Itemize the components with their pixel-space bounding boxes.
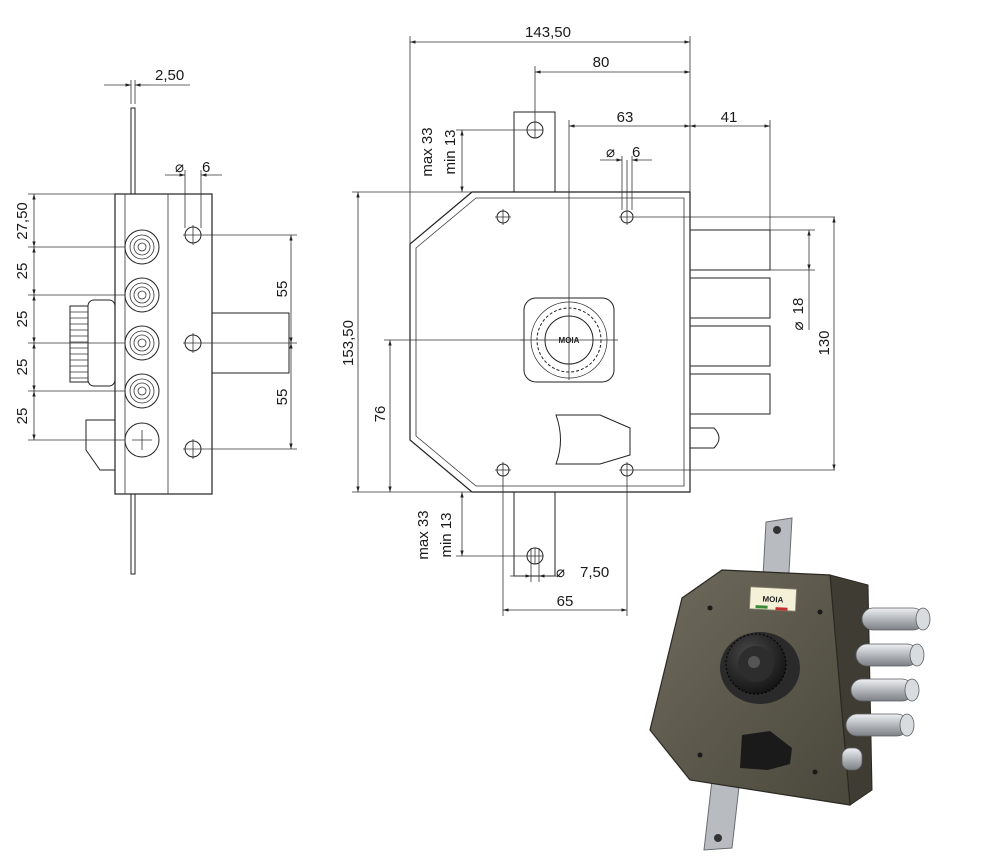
lock-photo: MOIA	[649, 517, 931, 851]
top-rod	[130, 107, 136, 195]
dim-cylinder-height: 76	[372, 406, 389, 423]
dim-adjust-top-min: min 13	[442, 129, 459, 174]
case-side	[114, 193, 213, 495]
dim-bolt-span: 130	[816, 330, 833, 355]
front-bolts	[689, 229, 771, 449]
dim-pitch-2: 25	[14, 311, 31, 328]
side-diameter-symbol: ⌀	[175, 159, 184, 176]
dim-strike-hole: 7,50	[580, 564, 609, 581]
dim-front-hole: 6	[632, 144, 640, 161]
strike-plate-top	[513, 111, 556, 193]
front-view: MOIA 143,50 80 63 41	[340, 24, 836, 616]
photo-knob	[720, 632, 800, 704]
dim-pitch-4: 25	[14, 408, 31, 425]
photo-lever	[740, 731, 792, 770]
dim-side-hole: 6	[202, 159, 210, 176]
dim-strike-to-edge: 80	[593, 54, 610, 71]
lever-side	[85, 419, 116, 471]
dim-bolt-throw: 41	[721, 109, 738, 126]
bottom-rod	[130, 493, 136, 575]
dim-lower-hole-spacing: 65	[557, 593, 574, 610]
side-view: 27,50 25 25 25 25 55 55 2,50 ⌀ 6	[14, 67, 297, 575]
dim-plate-thickness: 2,50	[155, 67, 184, 84]
bolt-diameter-symbol: ⌀	[790, 321, 807, 330]
front-diameter-symbol: ⌀	[606, 144, 615, 161]
knurl	[69, 305, 89, 383]
dim-adjust-bottom-min: min 13	[438, 512, 455, 557]
photo-bolts	[841, 607, 931, 771]
dim-pitch-3: 25	[14, 359, 31, 376]
case-front	[409, 191, 691, 493]
dim-fixing-lower: 55	[274, 389, 291, 406]
dim-fixing-upper: 55	[274, 281, 291, 298]
photo-label-brand: MOIA	[762, 594, 784, 604]
dim-cylinder-to-edge: 63	[617, 109, 634, 126]
dim-adjust-bottom: max 33	[415, 510, 432, 559]
lever-front	[555, 414, 631, 465]
dim-pitch-1: 25	[14, 263, 31, 280]
dim-overall-width: 143,50	[525, 24, 571, 41]
dim-overall-height: 153,50	[340, 320, 357, 366]
dim-bolt-diameter: 18	[790, 298, 807, 315]
strike-plate-bottom	[513, 491, 556, 577]
dim-top-offset: 27,50	[14, 202, 31, 240]
strike-diameter-symbol: ⌀	[556, 564, 565, 581]
dim-adjust-top: max 33	[419, 127, 436, 176]
